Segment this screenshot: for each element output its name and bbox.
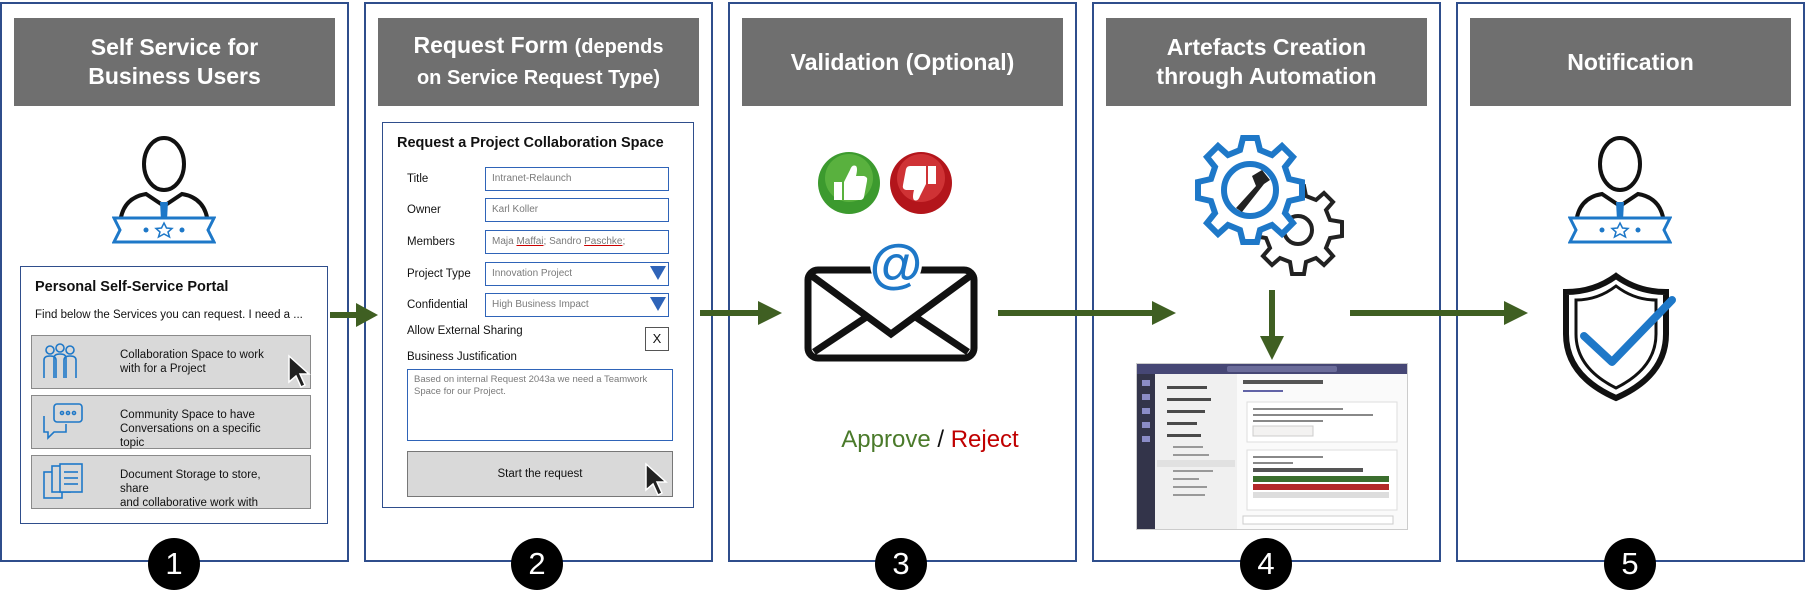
panel-header: Validation (Optional)	[742, 18, 1063, 106]
dropdown-arrow-icon	[650, 297, 666, 311]
mouse-cursor-icon	[288, 354, 311, 389]
step-number-2: 2	[511, 538, 563, 590]
flow-arrow-down	[1260, 290, 1284, 360]
business-user-icon	[1568, 136, 1672, 244]
confidential-label: Confidential	[407, 299, 468, 311]
portal-title: Personal Self-Service Portal	[35, 279, 229, 295]
panel-notification: Notification	[1456, 2, 1805, 562]
documents-icon	[43, 463, 83, 499]
external-sharing-label: Allow External Sharing	[407, 325, 523, 337]
justification-label: Business Justification	[407, 351, 517, 363]
project-type-select[interactable]: Innovation Project	[485, 262, 669, 286]
self-service-portal: Personal Self-Service Portal Find below …	[20, 266, 328, 524]
project-type-label: Project Type	[407, 268, 471, 280]
chat-icon	[43, 403, 83, 440]
members-field[interactable]: Maja Maffai; Sandro Paschke;	[485, 230, 669, 254]
teams-screenshot-image	[1137, 364, 1407, 529]
form-title: Request a Project Collaboration Space	[397, 135, 664, 151]
dropdown-arrow-icon	[650, 266, 666, 280]
flow-arrow-3	[998, 301, 1176, 325]
panel-validation: Validation (Optional) @ Approve / Reject	[728, 2, 1077, 562]
step-number-1: 1	[148, 538, 200, 590]
request-form: Request a Project Collaboration Space Ti…	[382, 122, 694, 508]
step-number-3: 3	[875, 538, 927, 590]
step-number-5: 5	[1604, 538, 1656, 590]
thumbs-down-icon	[890, 152, 952, 214]
business-user-icon	[112, 136, 216, 244]
members-label: Members	[407, 236, 455, 248]
mouse-cursor-icon	[645, 462, 668, 497]
approve-text: Approve	[841, 426, 931, 453]
step-number-4: 4	[1240, 538, 1292, 590]
justification-textarea[interactable]: Based on internal Request 2043a we need …	[407, 369, 673, 441]
teams-app-screenshot	[1136, 363, 1408, 530]
title-label: Title	[407, 173, 429, 185]
flow-arrow-1	[330, 303, 378, 327]
team-icon	[43, 343, 77, 378]
shield-check-icon	[1563, 272, 1676, 402]
title-field[interactable]: Intranet-Relaunch	[485, 167, 669, 191]
email-icon: @	[804, 236, 978, 362]
flow-arrow-2	[700, 301, 782, 325]
start-request-button[interactable]: Start the request	[407, 451, 673, 497]
panel-header: Notification	[1470, 18, 1791, 106]
reject-text: Reject	[950, 426, 1019, 453]
thumbs-up-icon	[818, 152, 880, 214]
external-sharing-checkbox[interactable]: X	[645, 327, 669, 351]
portal-subtitle: Find below the Services you can request.…	[35, 309, 303, 321]
owner-field[interactable]: Karl Koller	[485, 198, 669, 222]
flow-arrow-4	[1350, 301, 1528, 325]
gears-icon	[1195, 135, 1344, 276]
confidential-select[interactable]: High Business Impact	[485, 293, 669, 317]
approve-reject-label: Approve / Reject	[841, 426, 1019, 453]
owner-label: Owner	[407, 204, 441, 216]
svg-text:@: @	[870, 236, 923, 294]
